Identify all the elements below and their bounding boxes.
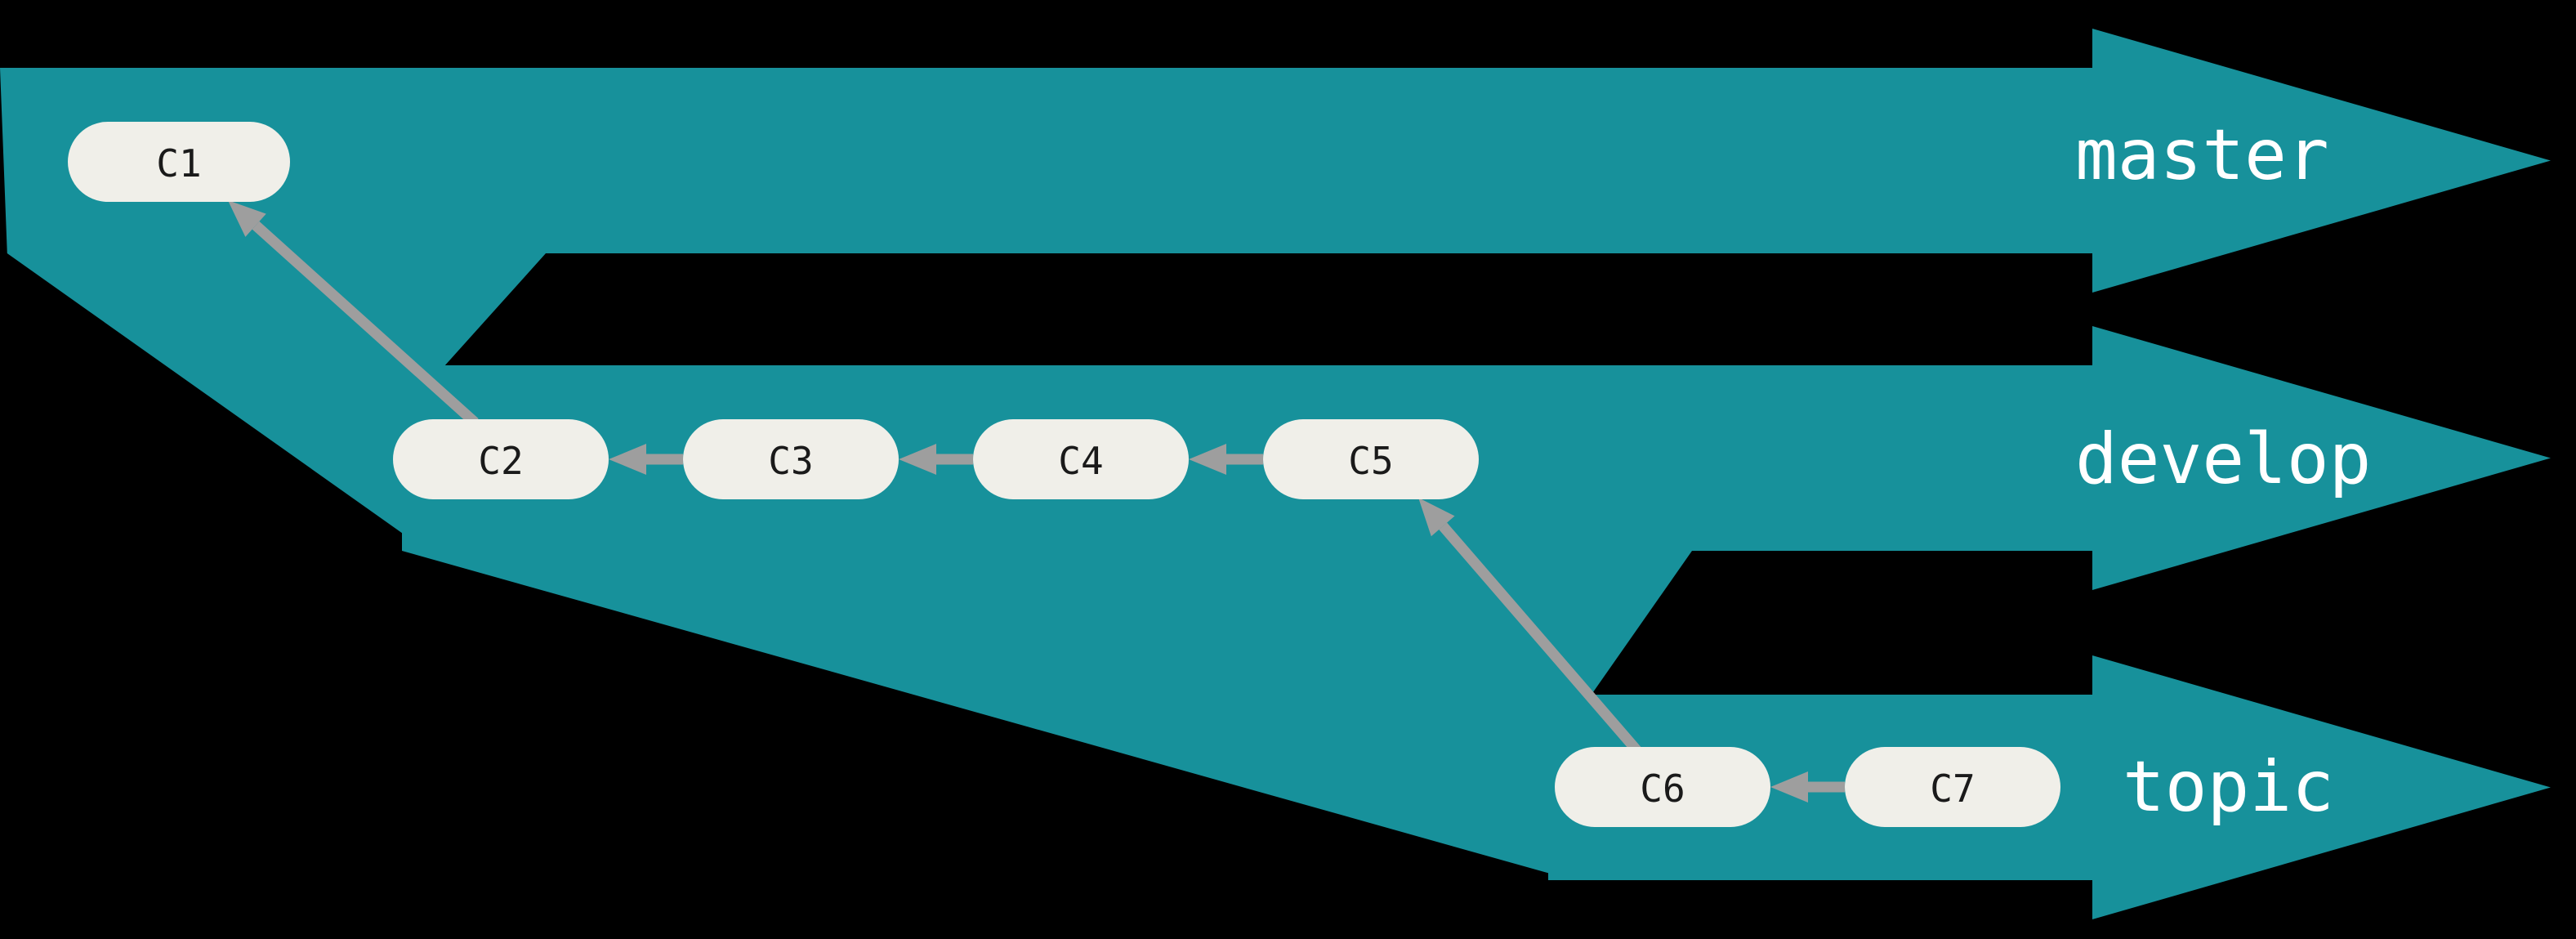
branch-label-topic: topic — [2123, 746, 2334, 828]
branch-arrowhead-master[interactable] — [2092, 29, 2551, 293]
branch-arrowhead-develop[interactable] — [2092, 326, 2551, 590]
commit-node-c4[interactable]: C4 — [973, 419, 1189, 499]
commit-node-shape[interactable] — [1555, 747, 1770, 827]
commit-node-c5[interactable]: C5 — [1263, 419, 1479, 499]
edge-c6-c5 — [1418, 498, 1641, 754]
branch-label-master: master — [2075, 114, 2329, 196]
edge-c4-c3-head — [899, 444, 936, 475]
commit-node-c3[interactable]: C3 — [683, 419, 899, 499]
edge-c3-c2-head — [609, 444, 646, 475]
commit-node-c6[interactable]: C6 — [1555, 747, 1770, 827]
commit-label-c4: C4 — [1058, 439, 1103, 483]
edge-c2-c1-head — [227, 200, 266, 237]
commit-label-c3: C3 — [768, 439, 813, 483]
edge-c7-c6-head — [1770, 771, 1808, 803]
commit-node-shape[interactable] — [1263, 419, 1479, 499]
commit-label-c5: C5 — [1348, 439, 1393, 483]
edge-c6-c5-shaft — [1439, 522, 1641, 754]
edge-c5-c4 — [1189, 444, 1263, 475]
commit-label-c1: C1 — [156, 141, 201, 186]
commit-node-c1[interactable]: C1 — [68, 122, 290, 202]
edge-c2-c1 — [227, 200, 479, 427]
commit-node-shape[interactable] — [1845, 747, 2060, 827]
branch-labels: master develop topic — [2075, 114, 2371, 828]
commit-node-c7[interactable]: C7 — [1845, 747, 2060, 827]
branch-label-develop: develop — [2075, 418, 2371, 500]
commit-node-shape[interactable] — [973, 419, 1189, 499]
commit-node-c2[interactable]: C2 — [393, 419, 609, 499]
commit-label-c7: C7 — [1930, 767, 1975, 811]
edge-c4-c3 — [899, 444, 973, 475]
edge-c5-c4-head — [1189, 444, 1226, 475]
edge-c3-c2 — [609, 444, 683, 475]
edge-c7-c6 — [1770, 771, 1845, 803]
commit-node-shape[interactable] — [683, 419, 899, 499]
edge-c6-c5-head — [1418, 498, 1455, 537]
branch-arrowhead-topic[interactable] — [2092, 655, 2551, 919]
commit-node-shape[interactable] — [68, 122, 290, 202]
commit-label-c6: C6 — [1640, 767, 1685, 811]
commit-edges — [227, 200, 1845, 803]
commit-node-shape[interactable] — [393, 419, 609, 499]
commit-label-c2: C2 — [478, 439, 523, 483]
edge-c2-c1-shaft — [252, 221, 479, 427]
